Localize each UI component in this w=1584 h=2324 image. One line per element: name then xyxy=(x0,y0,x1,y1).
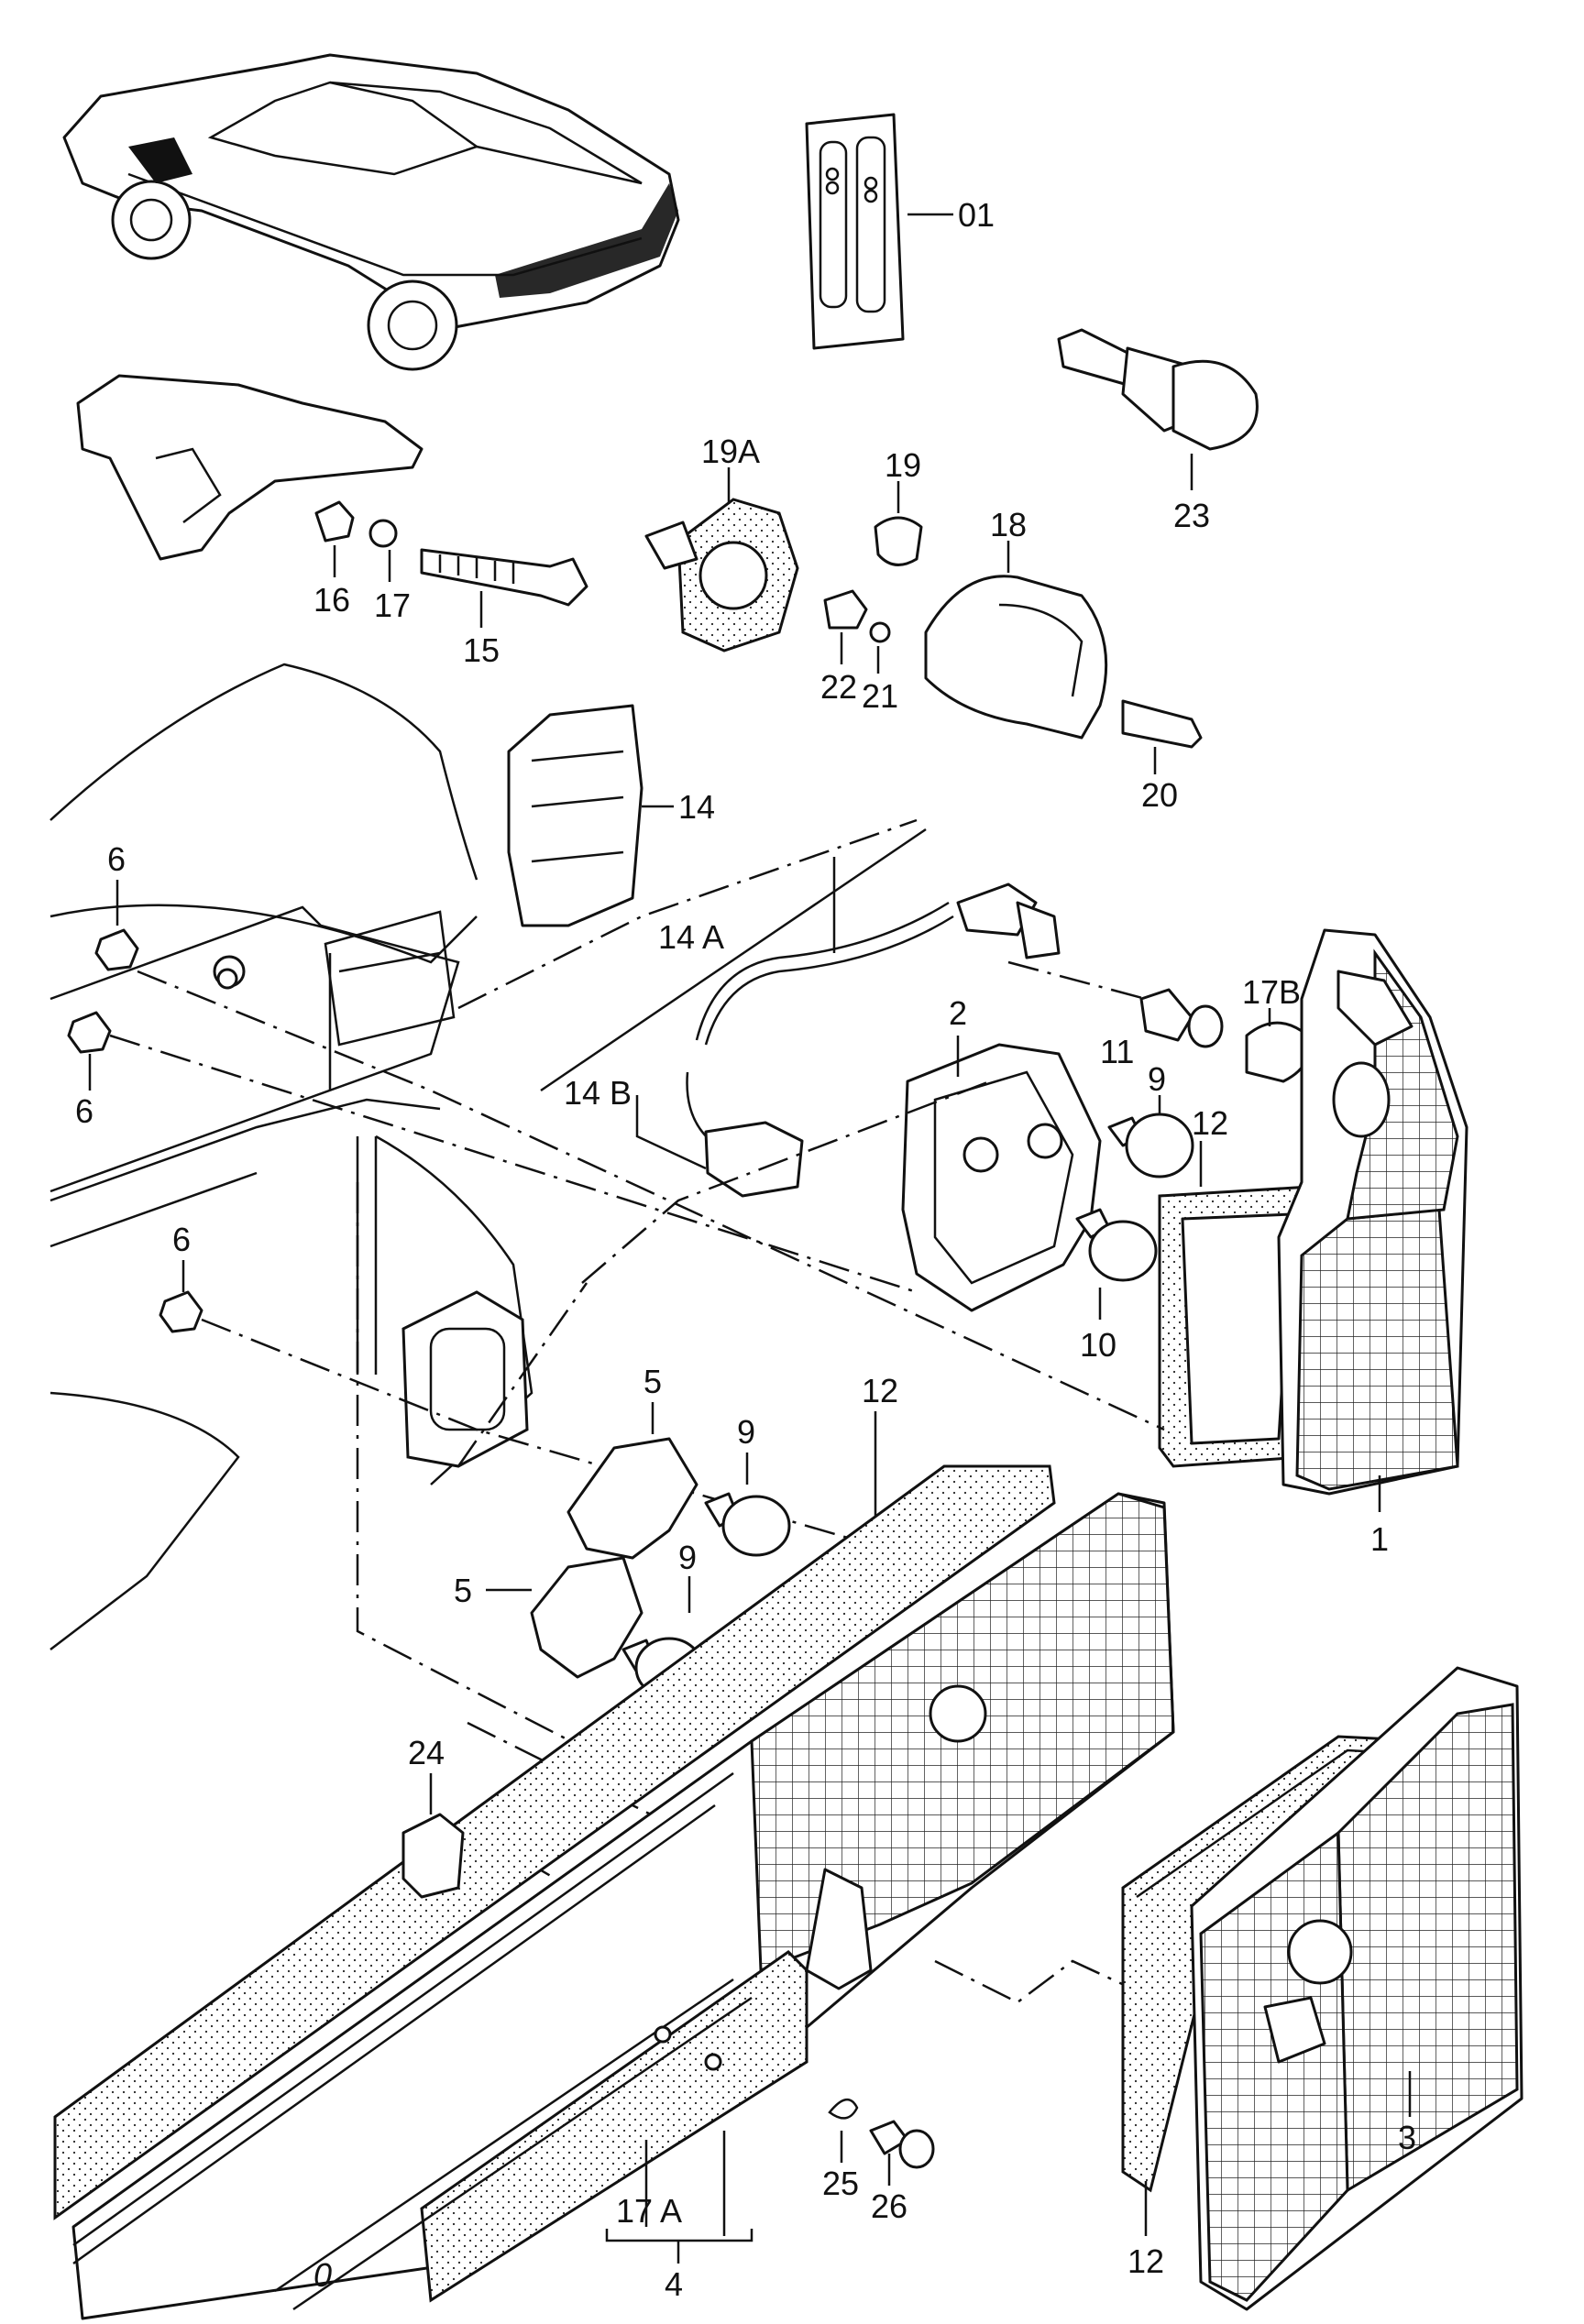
part-19A-gasket: 19A xyxy=(644,433,799,652)
callout-14A: 14 A xyxy=(658,918,724,956)
callout-11: 11 xyxy=(1100,1033,1134,1070)
callout-6-top: 6 xyxy=(107,840,126,878)
nuts-part-6: 6 6 6 xyxy=(67,840,238,1333)
callout-6-bottom: 6 xyxy=(172,1221,191,1258)
callout-17: 17 xyxy=(374,586,411,624)
part-01-label-sheet: 01 xyxy=(805,113,995,350)
callout-12-right: 12 xyxy=(1192,1104,1228,1142)
callout-4: 4 xyxy=(665,2265,683,2303)
callout-2: 2 xyxy=(949,994,967,1032)
bracket-17A-4: 17 A 4 0 xyxy=(314,2131,754,2303)
callout-1: 1 xyxy=(1370,1520,1389,1558)
callout-20: 20 xyxy=(1141,776,1178,814)
parts-16-17-15-assembly: 16 17 15 xyxy=(76,374,588,669)
part-14-housing: 14 xyxy=(507,704,715,927)
parts-25-26-fasteners: 25 26 xyxy=(822,2099,935,2225)
callout-26: 26 xyxy=(871,2187,908,2225)
callout-18: 18 xyxy=(990,506,1027,543)
part-23-socket: 23 xyxy=(1057,328,1259,534)
callout-12-bottom: 12 xyxy=(1128,2242,1164,2280)
wire-harness-14A-14B: 14 A 14 B xyxy=(540,828,1061,1198)
parts-18-to-22-assembly: 19 18 22 21 20 xyxy=(820,446,1203,814)
part-24-clip: 24 xyxy=(402,1734,465,1899)
part-3-tail-light: 12 3 xyxy=(1121,1666,1524,2311)
bulbs-on-carrier: 11 17B 9 10 xyxy=(1075,973,1310,1364)
callout-3: 3 xyxy=(1398,2119,1416,2156)
part-1-tail-light: 12 1 xyxy=(1158,928,1468,1558)
callout-9-upper: 9 xyxy=(737,1413,755,1451)
trunk-lid-and-body-outline xyxy=(50,663,534,1650)
callout-0: 0 xyxy=(314,2256,332,2294)
callout-16: 16 xyxy=(314,581,350,619)
callout-9-carrier: 9 xyxy=(1148,1060,1166,1098)
callout-19A: 19A xyxy=(701,433,760,470)
part-4-center-panel xyxy=(53,1464,1175,2320)
callout-14: 14 xyxy=(678,788,715,826)
callout-9-lower: 9 xyxy=(678,1539,697,1576)
part-2-bulb-carrier: 2 xyxy=(901,994,1102,1312)
callout-15: 15 xyxy=(463,631,500,669)
callout-23: 23 xyxy=(1173,497,1210,534)
callout-17B: 17B xyxy=(1242,973,1301,1011)
callout-6-middle: 6 xyxy=(75,1092,94,1130)
callout-01: 01 xyxy=(958,196,995,234)
callout-10: 10 xyxy=(1080,1326,1116,1364)
callout-17A: 17 A xyxy=(616,2192,682,2230)
callout-5-upper: 5 xyxy=(644,1363,662,1400)
callout-19: 19 xyxy=(885,446,921,484)
callout-25: 25 xyxy=(822,2165,859,2202)
callout-5-lower: 5 xyxy=(454,1572,472,1609)
callout-21: 21 xyxy=(862,677,898,715)
callout-12-lower: 12 xyxy=(862,1372,898,1409)
car-overview-illustration xyxy=(62,53,680,371)
callout-24: 24 xyxy=(408,1734,445,1771)
callout-22: 22 xyxy=(820,668,857,706)
callout-14B: 14 B xyxy=(564,1074,632,1112)
